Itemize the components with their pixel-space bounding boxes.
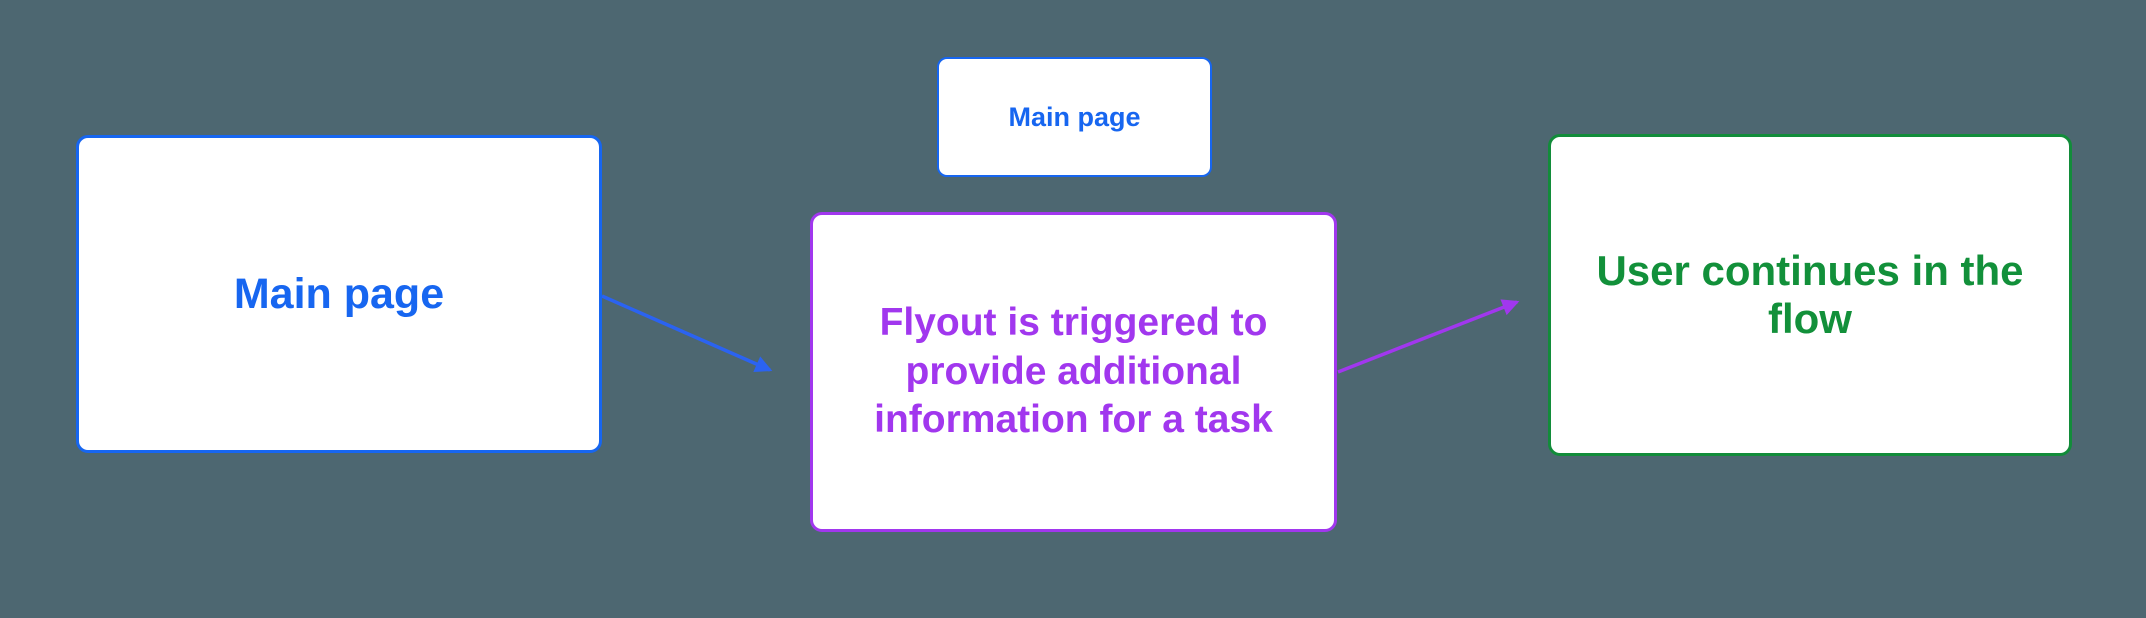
node-flyout-label: Flyout is triggered to provide additiona… [874,299,1273,445]
node-main-page[interactable]: Main page [76,135,602,453]
node-user-continues-label: User continues in the flow [1596,247,2024,342]
node-main-page-small[interactable]: Main page [937,57,1212,177]
connector-flyout-to-user [1337,299,1520,374]
connector-main-to-flyout [601,294,773,372]
node-flyout-label-line-2: provide additional [905,349,1242,393]
node-flyout-label-line-1: Flyout is triggered to [879,300,1268,344]
node-flyout-label-line-3: information for a task [874,398,1273,442]
node-user-continues[interactable]: User continues in the flow [1548,134,2072,456]
node-main-page-label: Main page [233,269,445,318]
node-main-page-small-label: Main page [1008,101,1141,132]
node-flyout[interactable]: Flyout is triggered to provide additiona… [810,212,1337,532]
